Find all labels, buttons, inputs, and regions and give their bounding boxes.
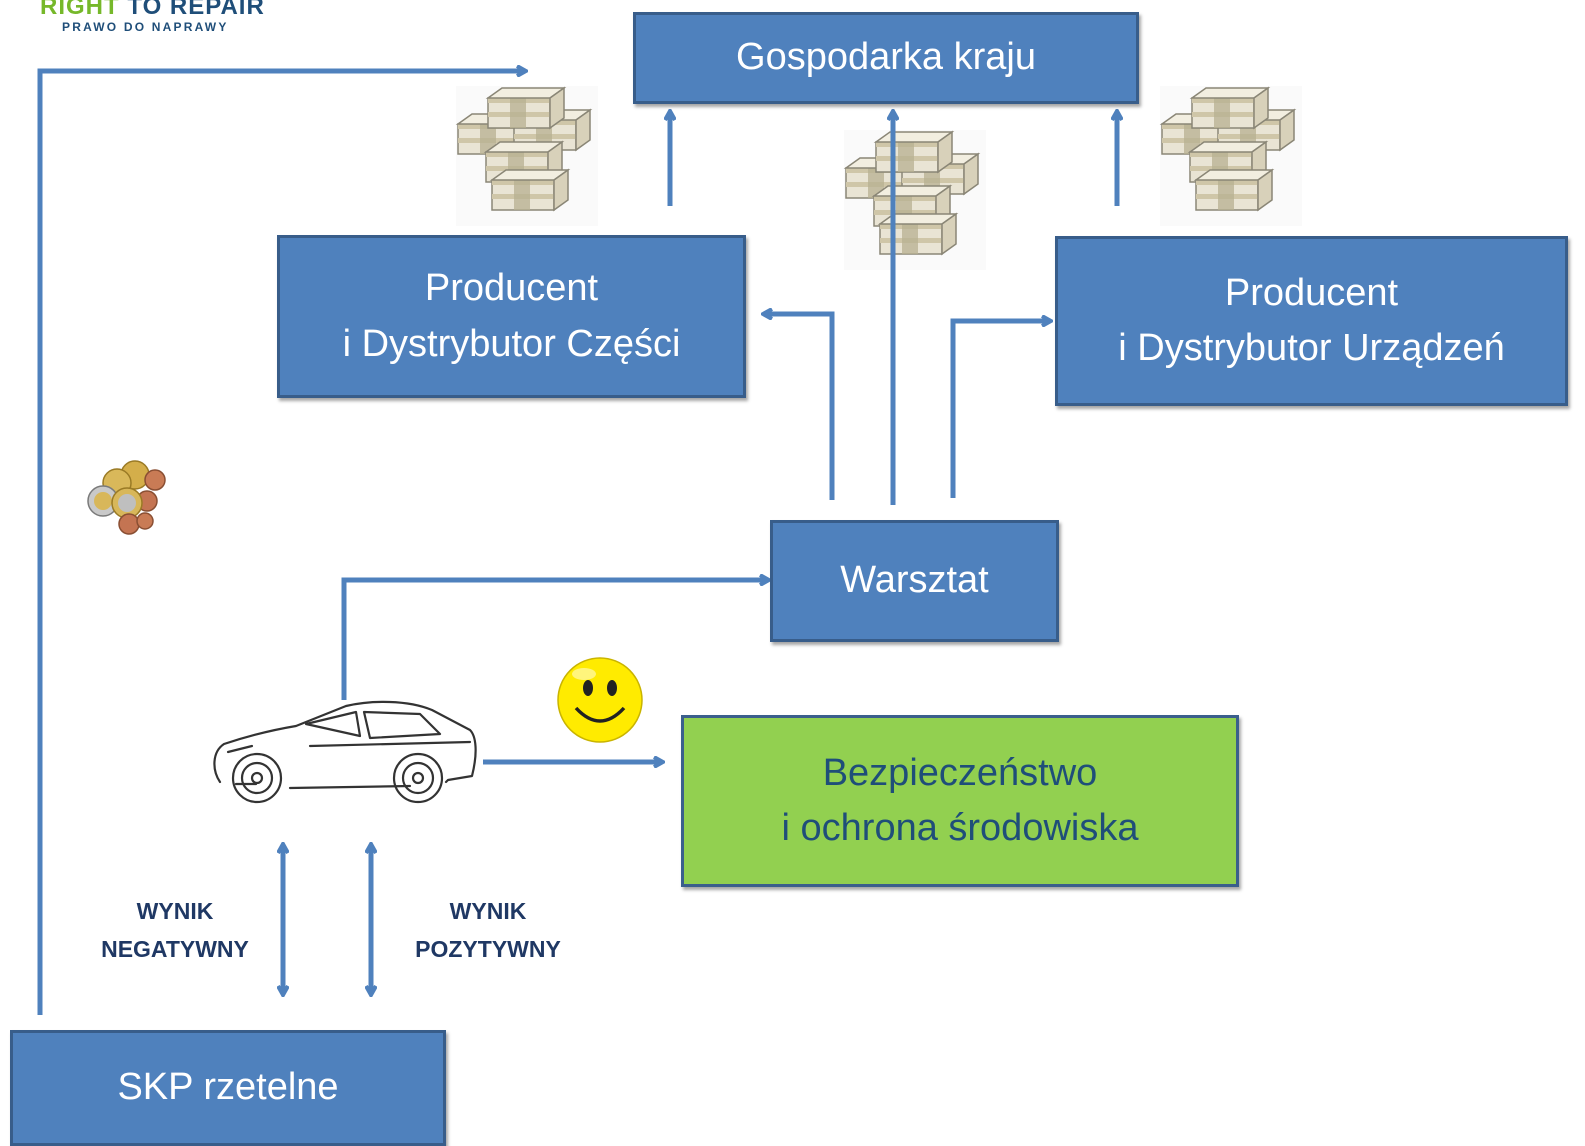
economy-label: Gospodarka kraju: [736, 36, 1036, 79]
positive-line1: WYNIK: [449, 898, 527, 924]
arrow-skp-to-economy: [37, 71, 525, 1015]
negative-line2: NEGATYWNY: [101, 936, 249, 962]
money-stack-icon: [456, 86, 598, 226]
equipment-box: Producent i Dystrybutor Urządzeń: [1055, 236, 1568, 406]
workshop-label: Warsztat: [840, 559, 989, 602]
equipment-line1: Producent: [1224, 271, 1399, 314]
workshop-box: Warsztat: [770, 520, 1059, 642]
logo-subtitle: PRAWO DO NAPRAWY: [62, 20, 229, 34]
equipment-line2: i Dystrybutor Urządzeń: [1118, 327, 1505, 369]
money-stack-icon: [844, 130, 986, 270]
parts-line2: i Dystrybutor Części: [342, 322, 681, 365]
positive-line2: POZYTYWNY: [415, 936, 561, 962]
smiley-icon: [557, 657, 643, 743]
safety-line2: i ochrona środowiska: [781, 807, 1139, 849]
negative-line1: WYNIK: [136, 898, 214, 924]
car-icon: [213, 700, 477, 804]
money-stack-icon: [1160, 86, 1302, 226]
economy-box: Gospodarka kraju: [633, 12, 1139, 104]
arrow-car-to-workshop: [341, 580, 768, 700]
safety-box: Bezpieczeństwo i ochrona środowiska: [681, 715, 1239, 887]
parts-line1: Producent: [424, 267, 599, 310]
result-positive-label: WYNIK POZYTYWNY: [390, 892, 586, 968]
skp-label: SKP rzetelne: [117, 1066, 339, 1109]
logo-title: RIGHT TO REPAIR: [40, 0, 265, 20]
right-to-repair-logo: RIGHT TO REPAIR PRAWO DO NAPRAWY: [40, 0, 300, 40]
result-negative-label: WYNIK NEGATYWNY: [80, 892, 270, 968]
arrow-workshop-to-equipment: [950, 321, 1050, 498]
skp-box: SKP rzetelne: [10, 1030, 446, 1146]
safety-line1: Bezpieczeństwo: [822, 751, 1098, 794]
arrow-workshop-to-parts: [764, 314, 835, 500]
parts-box: Producent i Dystrybutor Części: [277, 235, 746, 398]
coins-icon: [87, 460, 166, 535]
